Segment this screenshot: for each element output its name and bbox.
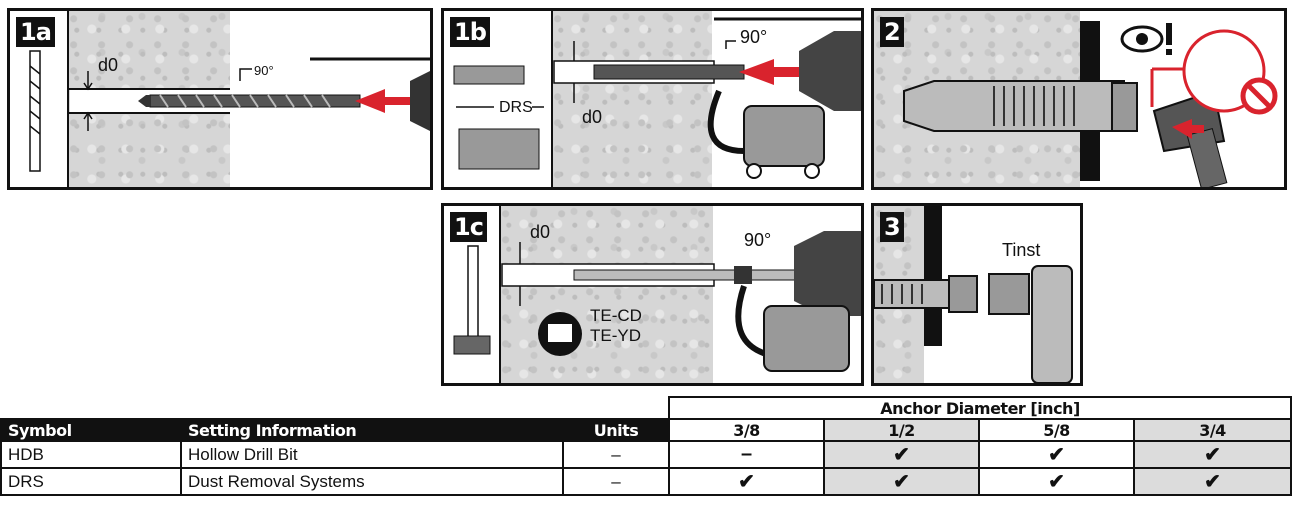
step-badge: 3 (880, 212, 904, 242)
symbol-cell: DRS (1, 468, 181, 495)
col-setting-info: Setting Information (181, 419, 563, 441)
table-row: DRS Dust Removal Systems – ✔ ✔ ✔ ✔ (1, 468, 1291, 495)
value-cell: ✔ (1134, 441, 1291, 468)
units-cell: – (563, 441, 669, 468)
step-badge: 1b (450, 17, 490, 47)
drill-bit-icon (30, 51, 40, 171)
info-cell: Dust Removal Systems (181, 468, 563, 495)
d0-label: d0 (582, 107, 602, 128)
tool-label-yd: TE-YD (590, 326, 641, 346)
value-cell: ✔ (979, 441, 1134, 468)
panel-1b: 1b DRS d0 90° (441, 8, 864, 190)
angle-label: 90° (254, 63, 274, 78)
symbol-cell: HDB (1, 441, 181, 468)
panel-3: 3 Tinst (871, 203, 1083, 386)
info-cell: Hollow Drill Bit (181, 441, 563, 468)
units-cell: – (563, 468, 669, 495)
panel-1a: 1a d0 90° (7, 8, 433, 190)
angle-label: 90° (744, 230, 771, 251)
col-symbol: Symbol (1, 419, 181, 441)
value-cell: ✔ (824, 441, 979, 468)
drs-label: DRS (499, 99, 533, 117)
value-cell: ✔ (979, 468, 1134, 495)
angle-label: 90° (740, 27, 767, 48)
col-units: Units (563, 419, 669, 441)
d0-label: d0 (530, 222, 550, 243)
col-d1: 3/8 (669, 419, 824, 441)
torque-illustration (874, 206, 1080, 383)
group-header: Anchor Diameter [inch] (669, 397, 1291, 419)
panel-2: 2 (871, 8, 1287, 190)
d0-label: d0 (98, 55, 118, 76)
table-group-row: Anchor Diameter [inch] (1, 397, 1291, 419)
tool-label-cd: TE-CD (590, 306, 642, 326)
manual-icon (538, 312, 582, 356)
value-cell: ✔ (1134, 468, 1291, 495)
table-header-row: Symbol Setting Information Units 3/8 1/2… (1, 419, 1291, 441)
step-badge: 1a (16, 17, 55, 47)
torque-wrench-icon (989, 266, 1072, 383)
step-badge: 1c (450, 212, 487, 242)
tinst-label: Tinst (1002, 240, 1040, 261)
value-cell: ✔ (824, 468, 979, 495)
table-row: HDB Hollow Drill Bit – – ✔ ✔ ✔ (1, 441, 1291, 468)
panel-1c: 1c d0 90° TE-CD TE-YD (441, 203, 864, 386)
value-cell: ✔ (669, 468, 824, 495)
hollow-drill-illustration (444, 206, 861, 383)
value-cell: – (669, 441, 824, 468)
drilling-illustration (10, 11, 430, 187)
step-badge: 2 (880, 17, 904, 47)
col-d3: 5/8 (979, 419, 1134, 441)
setting-table: Anchor Diameter [inch] Symbol Setting In… (0, 396, 1292, 496)
anchor-hammering-illustration (874, 11, 1284, 187)
hollow-drill-bit-icon (454, 246, 490, 354)
col-d4: 3/4 (1134, 419, 1291, 441)
no-sign-icon (1243, 80, 1275, 112)
vacuum-icon (711, 91, 824, 178)
eye-icon (1122, 23, 1172, 55)
col-d2: 1/2 (824, 419, 979, 441)
